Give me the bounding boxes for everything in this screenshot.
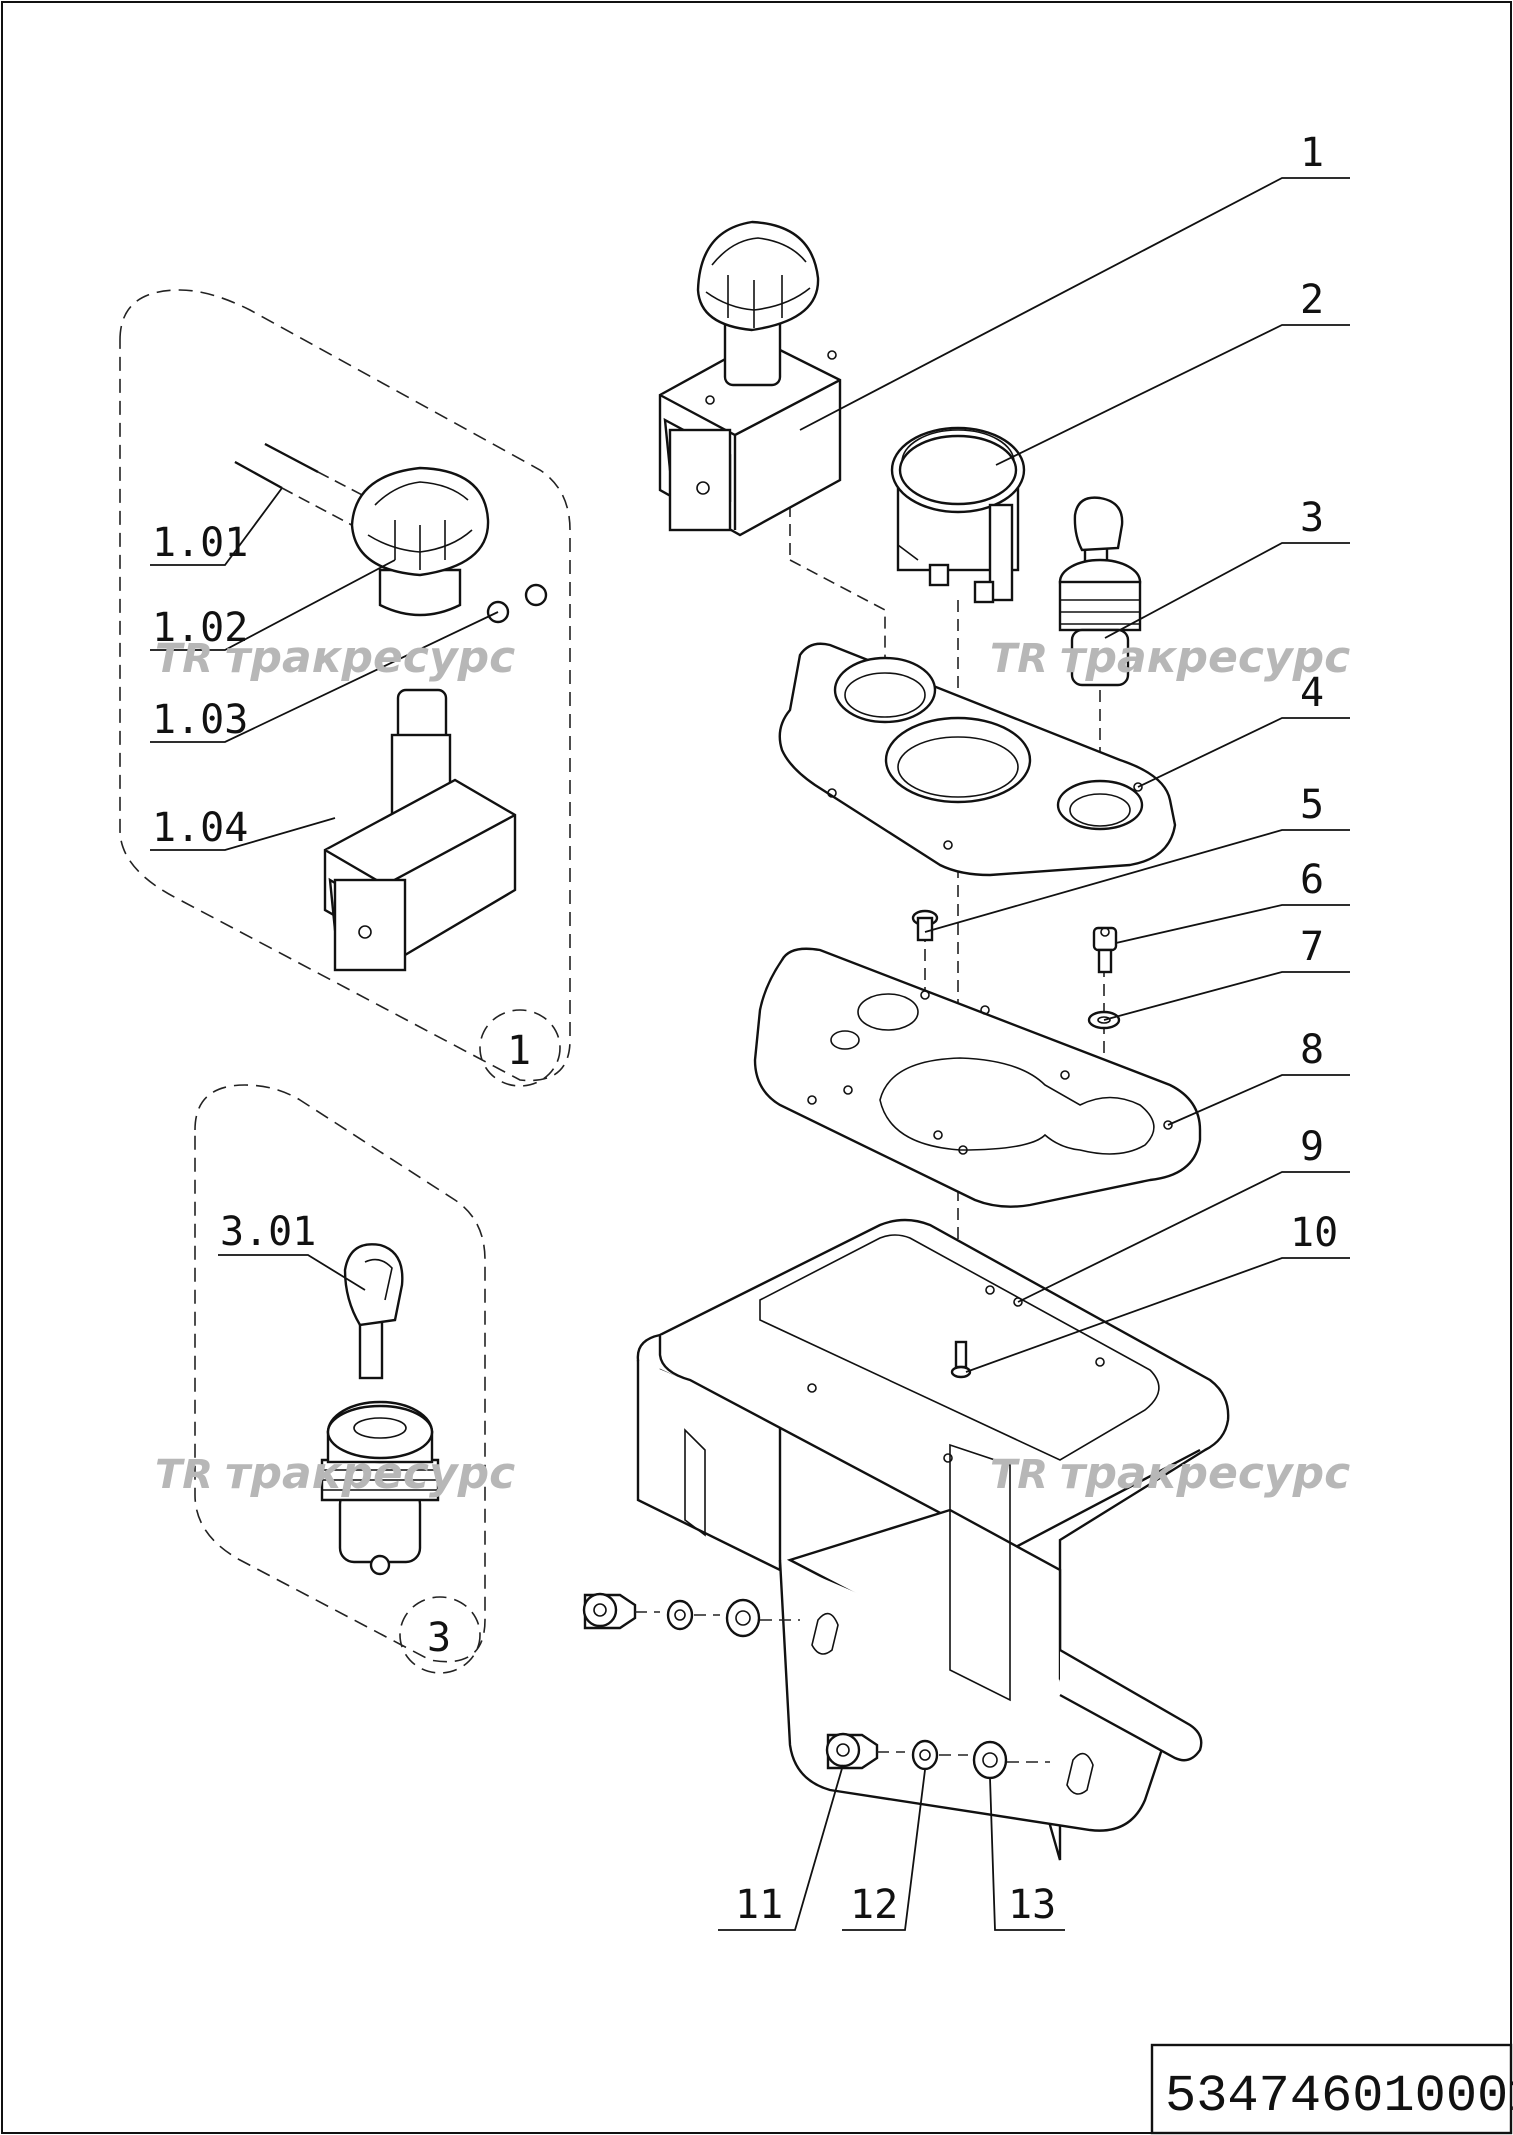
callouts-main: 1 2 3 4 5 6 7 8 9 10 11 12 13: [718, 130, 1350, 1931]
watermark-logo: TR: [990, 1452, 1048, 1498]
fastener-row-upper: [582, 1592, 800, 1638]
callout-7: 7: [1300, 924, 1324, 970]
item-9-bracket: [636, 1218, 1230, 1861]
callout-1-03: 1.03: [152, 697, 248, 743]
callout-1-02: 1.02: [152, 605, 248, 651]
detail-group-1-badge-label: 1: [507, 1028, 531, 1074]
callout-6: 6: [1300, 857, 1324, 903]
detail-group-3-badge: [399, 1596, 481, 1674]
detail-group-1: 1: [119, 289, 571, 1087]
callout-11: 11: [735, 1882, 783, 1928]
knob-1-02: [350, 466, 490, 617]
callout-3-01: 3.01: [220, 1209, 316, 1255]
watermark-4: TR тракресурс: [990, 1448, 1350, 1499]
callout-8: 8: [1300, 1027, 1324, 1073]
callout-12: 12: [850, 1882, 898, 1928]
item-1-battery-switch: [658, 220, 842, 537]
callout-1-01: 1.01: [152, 520, 248, 566]
detail-group-3: 3 3.01: [194, 1084, 486, 1674]
item-5-screw: [911, 909, 939, 942]
main-assembly: 1 2 3 4 5 6 7 8 9 10 11 12 13: [582, 130, 1350, 1931]
callout-2: 2: [1300, 277, 1324, 323]
switch-body-1-04: [323, 688, 517, 972]
callout-3: 3: [1300, 495, 1324, 541]
watermark-1: TR тракресурс: [155, 632, 515, 683]
watermark-text: тракресурс: [225, 632, 515, 683]
callout-10: 10: [1290, 1210, 1338, 1256]
key-3-01: [343, 1243, 404, 1380]
item-4-upper-panel: [778, 642, 1177, 877]
watermark-logo: TR: [155, 636, 213, 682]
item-6-cap-screw: [1092, 926, 1118, 974]
callout-13: 13: [1008, 1882, 1056, 1928]
watermark-3: TR тракресурс: [155, 1448, 515, 1499]
watermark-logo: TR: [155, 1452, 213, 1498]
item-10-screw: [950, 1340, 972, 1379]
callout-1-04: 1.04: [152, 805, 248, 851]
watermark-text: тракресурс: [1060, 632, 1350, 683]
watermark-2: TR тракресурс: [990, 632, 1350, 683]
item-8-mounting-plate: [753, 947, 1202, 1208]
part-number-box: 534746010001: [1150, 2043, 1513, 2135]
watermark-text: тракресурс: [1060, 1448, 1350, 1499]
watermark-logo: TR: [990, 636, 1048, 682]
part-number: 534746010001: [1165, 2067, 1513, 2126]
nut-1-03: [486, 583, 548, 624]
callout-4: 4: [1300, 670, 1324, 716]
item-2-gauge: [890, 426, 1026, 604]
detail-group-3-outline: [194, 1084, 486, 1663]
callout-9: 9: [1300, 1124, 1324, 1170]
callout-5: 5: [1300, 782, 1324, 828]
callout-1: 1: [1300, 130, 1324, 176]
lock-cylinder-3: [320, 1400, 440, 1576]
detail-group-1-badge: [479, 1009, 561, 1087]
detail-group-3-badge-label: 3: [427, 1615, 451, 1661]
leaders-group-1: 1.01 1.02 1.03 1.04: [150, 487, 499, 851]
fastener-row-lower: [825, 1732, 1050, 1780]
watermark-text: тракресурс: [225, 1448, 515, 1499]
leader-3-01: [218, 1254, 366, 1291]
item-3-key-lock: [1058, 496, 1142, 687]
